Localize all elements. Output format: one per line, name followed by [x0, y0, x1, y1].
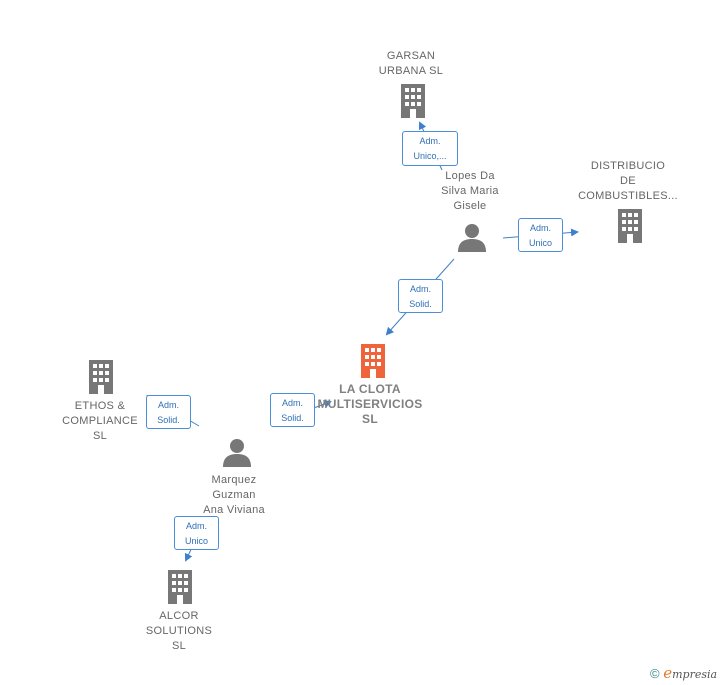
node-label-alcor: ALCOR SOLUTIONS SL	[145, 610, 213, 652]
brand-name: mpresia	[672, 668, 718, 681]
building-icon[interactable]	[358, 344, 388, 378]
role-marquez-alcor[interactable]: Adm. Unico	[174, 516, 219, 550]
role-marquez-clota[interactable]: Adm. Solid.	[270, 393, 315, 427]
brand-e-logo: e	[663, 664, 673, 682]
node-label-ethos: ETHOS & COMPLIANCE SL	[62, 400, 138, 442]
building-icon[interactable]	[615, 209, 645, 243]
role-marquez-ethos[interactable]: Adm. Solid.	[146, 395, 191, 429]
node-label-marquez: Marquez Guzman Ana Viviana	[203, 474, 265, 516]
copyright-symbol: ©	[650, 666, 660, 681]
building-icon[interactable]	[398, 84, 428, 118]
role-lopes-distribucio[interactable]: Adm. Unico	[518, 218, 563, 252]
node-label-garsan: GARSAN URBANA SL	[378, 50, 444, 77]
brand-watermark: © empresia	[650, 664, 717, 682]
building-icon[interactable]	[86, 360, 116, 394]
node-label-distribucio: DISTRIBUCIO DE COMBUSTIBLES...	[578, 160, 678, 202]
role-lopes-clota[interactable]: Adm. Solid.	[398, 279, 443, 313]
person-icon[interactable]	[457, 222, 487, 252]
role-lopes-garsan[interactable]: Adm. Unico,...	[402, 131, 458, 166]
person-icon[interactable]	[222, 437, 252, 467]
node-label-la-clota: LA CLOTA MULTISERVICIOS SL	[317, 382, 423, 426]
building-icon[interactable]	[165, 570, 195, 604]
node-label-lopes: Lopes Da Silva Maria Gisele	[441, 170, 499, 212]
